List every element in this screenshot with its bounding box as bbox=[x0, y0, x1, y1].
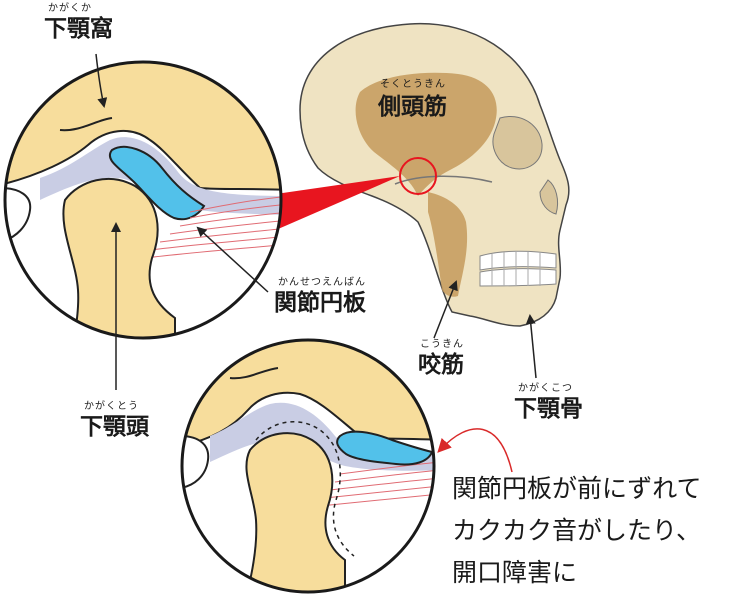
nasal-cavity bbox=[539, 179, 559, 215]
masseter-muscle bbox=[428, 192, 468, 297]
mandible-label: 下顎骨 bbox=[514, 396, 583, 422]
mandibular-head-ruby: かがくとう bbox=[84, 401, 139, 412]
note-line-2: カクカク音がしたり、 bbox=[452, 516, 702, 545]
leader-lines bbox=[95, 53, 537, 390]
original-condyle-outline bbox=[255, 421, 355, 557]
mandibular-condyle-lower bbox=[238, 432, 346, 592]
leader-articular-disc bbox=[196, 226, 269, 293]
displaced-disc bbox=[336, 430, 434, 466]
zoom-wedge bbox=[262, 176, 400, 236]
leader-mandibular-fossa bbox=[95, 53, 108, 108]
note-line-1: 関節円板が前にずれて bbox=[452, 474, 702, 503]
mandibular-fossa-ruby: かがくか bbox=[48, 3, 92, 14]
teeth bbox=[479, 250, 557, 287]
zygomatic-arch bbox=[394, 175, 493, 185]
mandibular-fossa-label: 下顎窩 bbox=[44, 16, 113, 42]
displacement-arrow bbox=[437, 428, 513, 473]
temporalis-muscle bbox=[355, 72, 497, 196]
magnified-joint-displaced bbox=[180, 338, 436, 594]
masseter-label: 咬筋 bbox=[418, 352, 464, 378]
fossa-line-lower bbox=[229, 367, 279, 380]
temporalis-label: 側頭筋 bbox=[378, 94, 447, 120]
articular-disc-label: 関節円板 bbox=[274, 290, 366, 316]
ear-canal-lower bbox=[182, 434, 210, 490]
leader-mandible bbox=[525, 314, 537, 379]
mandibular-condyle bbox=[58, 178, 176, 338]
eye-socket bbox=[492, 116, 543, 170]
temporalis-ruby: そくとうきん bbox=[380, 79, 446, 90]
masseter-ruby: こうきん bbox=[420, 339, 464, 350]
skull bbox=[299, 22, 570, 327]
note-line-3: 開口障害に bbox=[452, 558, 578, 587]
temporal-bone bbox=[5, 62, 281, 192]
mandible-ruby: かがくこつ bbox=[518, 383, 573, 394]
mandibular-head-label: 下顎頭 bbox=[80, 414, 149, 440]
magnified-joint-normal bbox=[3, 60, 283, 340]
articular-disc-ruby: かんせつえんばん bbox=[278, 277, 366, 288]
leader-masseter bbox=[433, 280, 458, 339]
fossa-line bbox=[59, 117, 113, 132]
